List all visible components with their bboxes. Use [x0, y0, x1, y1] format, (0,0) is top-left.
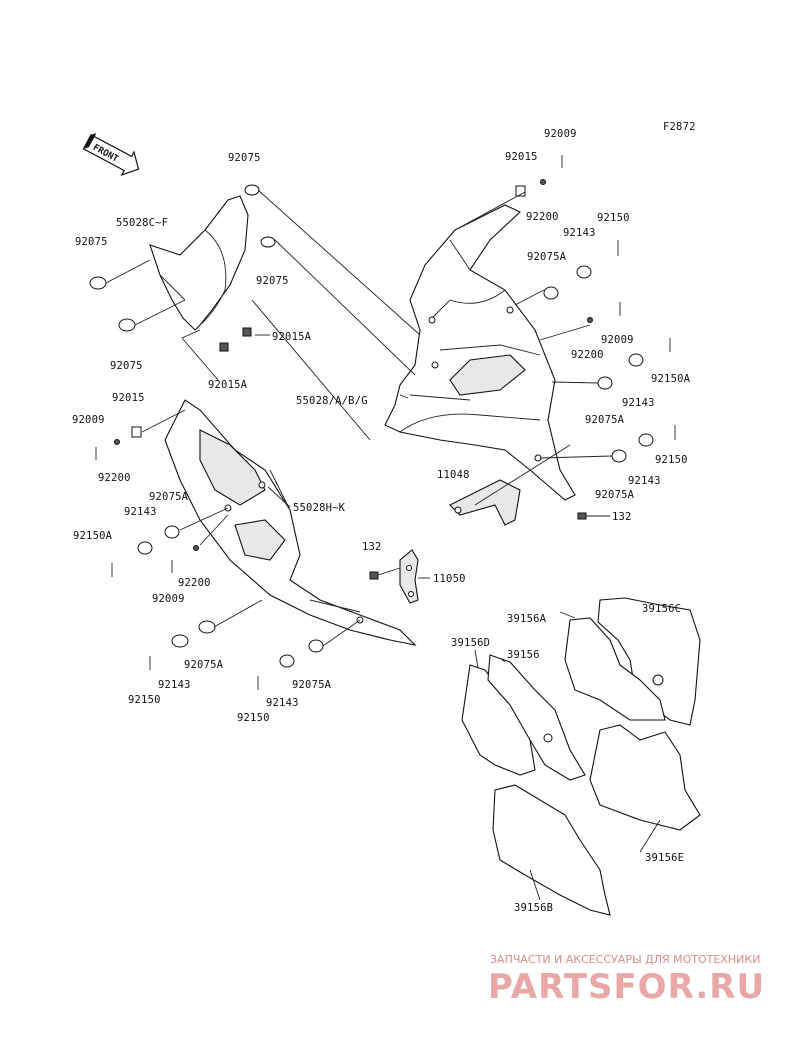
label-92150-a: 92150: [597, 212, 630, 224]
label-92075a-c: 92075A: [595, 489, 635, 501]
watermark-brand: PARTSFOR.RU: [488, 967, 765, 1007]
label-92150-c: 92150: [128, 694, 161, 706]
bracket-11048: [449, 479, 521, 526]
label-39156d: 39156D: [451, 637, 490, 649]
label-132-b: 132: [362, 541, 382, 553]
label-55028h-k: 55028H~K: [293, 502, 346, 514]
label-11050: 11050: [433, 573, 466, 585]
pad-39156b: [492, 784, 611, 916]
label-39156c: 39156C: [642, 603, 681, 615]
label-92143-a: 92143: [563, 227, 596, 239]
pad-39156a: [564, 617, 666, 721]
label-92200-a: 92200: [526, 211, 559, 223]
leader-lines: [105, 189, 661, 901]
label-92075a-a: 92075A: [527, 251, 567, 263]
label-92075a-f: 92075A: [292, 679, 332, 691]
label-92200-c: 92200: [98, 472, 131, 484]
label-92075a-e: 92075A: [184, 659, 224, 671]
label-92075-b: 92075: [75, 236, 108, 248]
label-92015a-a: 92015A: [272, 331, 312, 343]
label-92143-b: 92143: [622, 397, 655, 409]
main-cowl-55028abg: [384, 204, 576, 501]
label-92150-d: 92150: [237, 712, 270, 724]
upper-inner-cover-55028cf: [149, 195, 249, 331]
label-132-a: 132: [612, 511, 632, 523]
label-92143-f: 92143: [266, 697, 299, 709]
hardware: [89, 155, 676, 690]
pad-39156e: [589, 724, 701, 831]
label-92009-a: 92009: [544, 128, 577, 140]
label-39156: 39156: [507, 649, 540, 661]
label-39156e: 39156E: [645, 852, 684, 864]
label-92150a-a: 92150A: [651, 373, 691, 385]
label-92200-d: 92200: [178, 577, 211, 589]
pad-39156: [487, 654, 586, 781]
label-92075a-d: 92075A: [149, 491, 189, 503]
label-55028c-f: 55028C~F: [116, 217, 168, 229]
label-92075a-b: 92075A: [585, 414, 625, 426]
figure-code: F2872: [663, 121, 696, 133]
label-92015-b: 92015: [112, 392, 145, 404]
label-92200-b: 92200: [571, 349, 604, 361]
label-92009-d: 92009: [152, 593, 185, 605]
front-direction-arrow-icon: FRONT: [82, 133, 140, 177]
label-92143-c: 92143: [628, 475, 661, 487]
part-labels: 92075 55028C~F 92075 92075 92075 92015A …: [72, 128, 691, 914]
label-92009-c: 92009: [72, 414, 105, 426]
label-92009-b: 92009: [601, 334, 634, 346]
label-39156b: 39156B: [514, 902, 553, 914]
label-92015a-b: 92015A: [208, 379, 248, 391]
pad-39156c: [597, 597, 701, 726]
label-55028abg: 55028/A/B/G: [296, 395, 368, 407]
watermark-tagline: ЗАПЧАСТИ И АКСЕССУАРЫ ДЛЯ МОТОТЕХНИКИ: [490, 953, 760, 966]
label-92150a-b: 92150A: [73, 530, 113, 542]
label-92015-a: 92015: [505, 151, 538, 163]
label-92075-a: 92075: [228, 152, 261, 164]
bracket-11050: [399, 549, 419, 604]
label-39156a: 39156A: [507, 613, 547, 625]
label-92143-d: 92143: [124, 506, 157, 518]
label-92075-d: 92075: [110, 360, 143, 372]
label-92143-e: 92143: [158, 679, 191, 691]
label-92075-c: 92075: [256, 275, 289, 287]
lower-side-cowl-55028hk: [164, 399, 417, 646]
label-92150-b: 92150: [655, 454, 688, 466]
label-11048: 11048: [437, 469, 470, 481]
